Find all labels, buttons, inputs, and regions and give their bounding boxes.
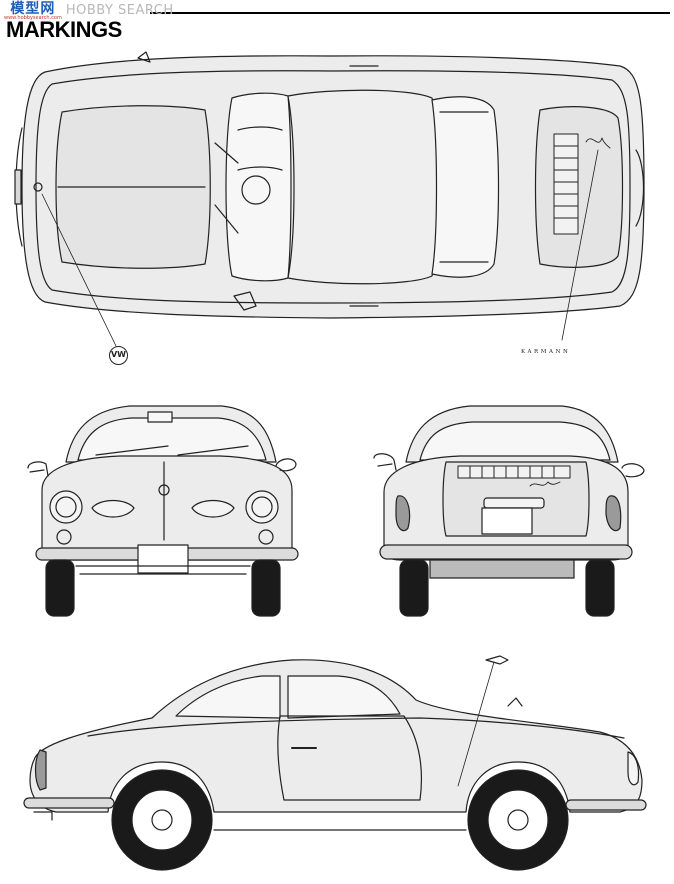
front-suspension [75,565,251,575]
front-mirror-tag [147,411,173,423]
rear-mirror-left [373,453,397,471]
watermark-url-text: www.hobbysearch.com [4,15,62,21]
wiper-top-1 [214,142,239,164]
rear-mirror-right [621,463,645,478]
side-rear-wheel-rim [131,789,193,851]
rear-bumper [379,544,633,560]
steering-wheel-top [241,175,271,205]
rear-license-plate [481,507,533,535]
leader-vw-badge [41,193,117,347]
rear-tire-right [585,559,615,617]
front-view [27,405,299,617]
side-exhaust [33,811,53,821]
hood-badge-top [33,182,43,192]
windshield-top [225,92,292,282]
watermark-logo: 模型网 www.hobbysearch.com [4,2,62,21]
watermark-search-text: HOBBY SEARCH [65,3,174,18]
karmann-marking: KARMANN [521,349,571,355]
front-tire-right [251,559,281,617]
leader-karmann-script [561,149,599,341]
rear-window-frame-lines [439,111,489,263]
front-wiper-right [177,445,249,456]
engine-lid-top [534,106,624,268]
front-tire-left [45,559,75,617]
front-turn-signal-left [56,529,72,545]
rear-window-top [431,96,500,278]
side-door-outline [277,715,423,801]
rear-script-mark [529,481,561,487]
rear-taillight-right [605,495,622,532]
leader-side-marker [457,661,495,787]
front-vw-emblem [158,484,170,496]
mirror-top-lower [233,291,257,311]
side-antenna-base [485,655,509,665]
front-headlight-left-inner [55,496,77,518]
front-turn-signal-right [258,529,274,545]
top-view-body-inner-line [35,70,631,304]
mirror-top-upper [137,51,151,63]
engine-lid-script-top [585,137,611,149]
side-mirror [507,697,523,707]
header-rule [150,12,670,14]
side-rear-hubcap [151,809,173,831]
page-title: MARKINGS [6,17,122,42]
rear-window [419,421,611,461]
side-headlight [627,751,640,786]
front-headlight-right [245,490,279,524]
vw-badge-marking: VW [109,346,128,365]
rear-view [373,405,645,617]
rear-vents [457,465,571,479]
wiper-top-2 [214,204,239,234]
watermark-chinese-text: 模型网 [10,1,56,17]
rear-exhaust-box [429,559,575,579]
rear-bumper-top [635,149,645,227]
side-belt-line [87,717,625,739]
top-view [14,51,645,347]
side-window-front [287,675,401,719]
rear-taillight-left [395,495,411,532]
side-view [23,655,647,871]
side-front-wheel-rim [487,789,549,851]
interior-seat-rear [237,126,283,171]
front-grille-right [191,499,235,518]
front-mirror-left [27,461,49,477]
side-window-rear [175,675,281,719]
front-wiper-left [95,445,169,456]
watermark: 模型网 www.hobbysearch.com HOBBY SEARCH [4,2,174,21]
front-license-plate [137,544,189,574]
side-front-bumper [565,799,647,811]
side-front-hubcap [507,809,529,831]
rear-plate-light [483,497,545,509]
front-grille-left [91,499,135,518]
front-mirror-right [275,458,297,472]
side-taillight [34,749,47,791]
front-plate-top [14,169,22,205]
front-headlight-right-inner [251,496,273,518]
rear-tire-left [399,559,429,617]
engine-lid-vents [553,133,579,235]
front-headlight-left [49,490,83,524]
side-rear-bumper [23,797,115,809]
roof-panel [287,89,441,285]
